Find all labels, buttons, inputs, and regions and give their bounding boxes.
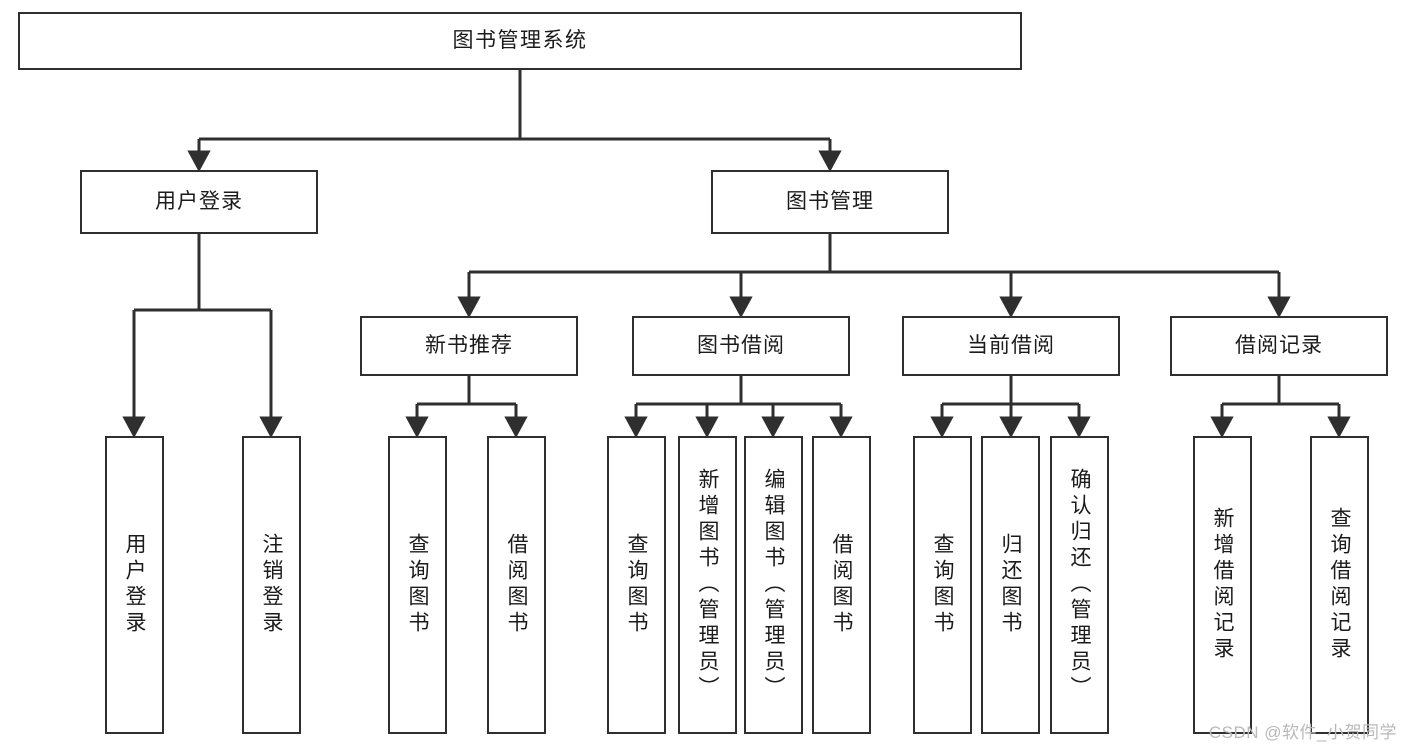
node-new-book-recommend[interactable]: 新书推荐	[360, 316, 578, 376]
leaf-query-book-borrow[interactable]: 查询图书	[607, 436, 666, 734]
node-book-borrow[interactable]: 图书借阅	[632, 316, 850, 376]
leaf-return-book[interactable]: 归还图书	[981, 436, 1040, 734]
leaf-add-borrow-record-label: 新增借阅记录	[1211, 507, 1234, 663]
leaf-query-borrow-record-label: 查询借阅记录	[1328, 507, 1351, 663]
node-borrow-record-label: 借阅记录	[1235, 334, 1323, 358]
leaf-query-book-recommend[interactable]: 查询图书	[388, 436, 447, 734]
leaf-user-login-label: 用户登录	[123, 533, 146, 637]
node-new-book-recommend-label: 新书推荐	[425, 334, 513, 358]
leaf-edit-book-admin-label: 编辑图书（管理员）	[762, 468, 785, 702]
node-current-borrow-label: 当前借阅	[967, 334, 1055, 358]
leaf-add-book-admin[interactable]: 新增图书（管理员）	[678, 436, 737, 734]
leaf-add-borrow-record[interactable]: 新增借阅记录	[1193, 436, 1252, 734]
leaf-logout[interactable]: 注销登录	[242, 436, 301, 734]
leaf-query-book-current-label: 查询图书	[931, 533, 954, 637]
node-root[interactable]: 图书管理系统	[18, 12, 1022, 70]
node-book-management[interactable]: 图书管理	[711, 170, 949, 234]
watermark: CSDN @软件_小贺同学	[1208, 723, 1397, 742]
node-book-borrow-label: 图书借阅	[697, 334, 785, 358]
node-current-borrow[interactable]: 当前借阅	[902, 316, 1120, 376]
leaf-borrow-book-label: 借阅图书	[830, 533, 853, 637]
leaf-borrow-book-recommend[interactable]: 借阅图书	[487, 436, 546, 734]
node-user-login-label: 用户登录	[155, 190, 243, 214]
leaf-edit-book-admin[interactable]: 编辑图书（管理员）	[744, 436, 803, 734]
leaf-borrow-book-recommend-label: 借阅图书	[505, 533, 528, 637]
leaf-query-book-current[interactable]: 查询图书	[913, 436, 972, 734]
leaf-user-login[interactable]: 用户登录	[105, 436, 164, 734]
leaf-borrow-book[interactable]: 借阅图书	[812, 436, 871, 734]
leaf-add-book-admin-label: 新增图书（管理员）	[696, 468, 719, 702]
node-root-label: 图书管理系统	[452, 29, 588, 53]
leaf-confirm-return-admin-label: 确认归还（管理员）	[1068, 468, 1091, 702]
node-borrow-record[interactable]: 借阅记录	[1170, 316, 1388, 376]
leaf-logout-label: 注销登录	[260, 533, 283, 637]
leaf-query-book-recommend-label: 查询图书	[406, 533, 429, 637]
leaf-confirm-return-admin[interactable]: 确认归还（管理员）	[1050, 436, 1109, 734]
leaf-return-book-label: 归还图书	[999, 533, 1022, 637]
leaf-query-borrow-record[interactable]: 查询借阅记录	[1310, 436, 1369, 734]
node-user-login[interactable]: 用户登录	[80, 170, 318, 234]
node-book-management-label: 图书管理	[786, 190, 874, 214]
leaf-query-book-borrow-label: 查询图书	[625, 533, 648, 637]
